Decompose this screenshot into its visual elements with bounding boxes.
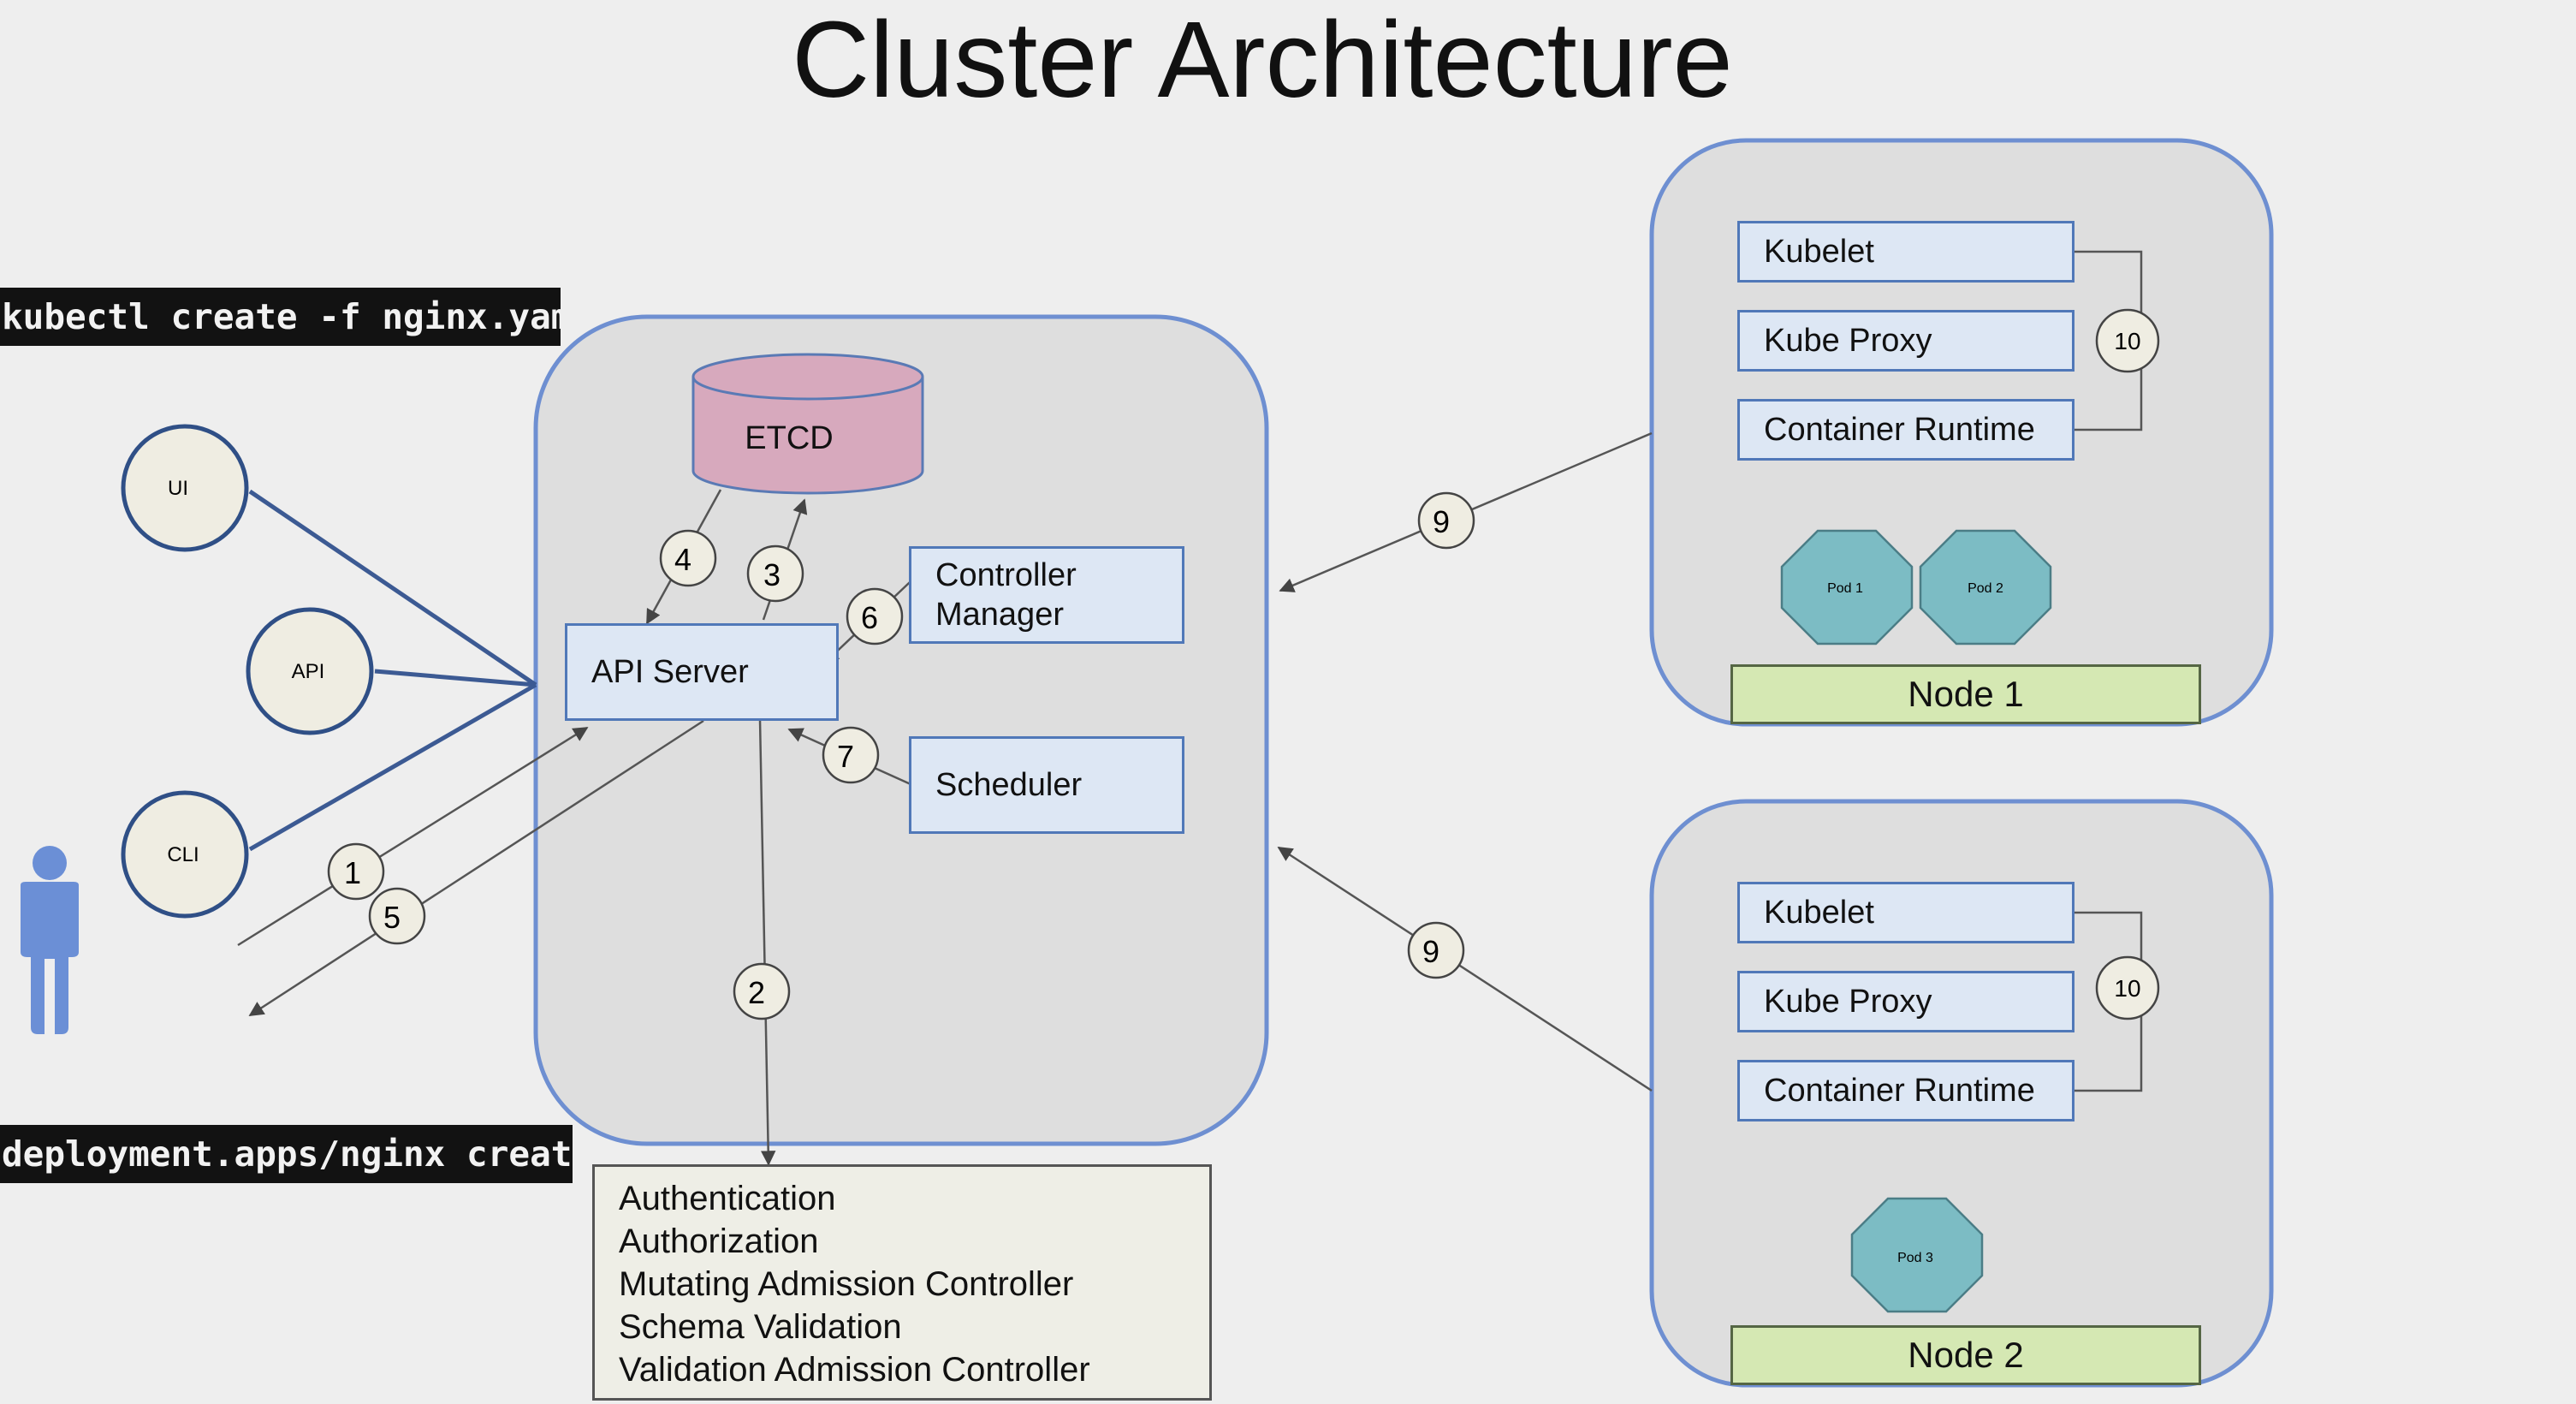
node-1-label: Node 1 <box>1730 664 2201 724</box>
arrow-node2-to-cp <box>1277 846 1653 1092</box>
api-server-box: API Server <box>565 623 839 721</box>
pod-1: Pod 1 <box>1780 529 1914 645</box>
control-plane-panel <box>533 314 1269 1146</box>
scheduler-label: Scheduler <box>935 766 1083 803</box>
cli-connector <box>248 682 537 852</box>
controller-manager-box: Controller Manager <box>909 546 1184 644</box>
step-marker-5: 5 <box>368 887 426 945</box>
admission-step: Mutating Admission Controller <box>619 1265 1074 1303</box>
svg-text:2: 2 <box>748 975 765 1010</box>
node-2-label: Node 2 <box>1730 1325 2201 1385</box>
admission-panel: Authentication Authorization Mutating Ad… <box>592 1164 1212 1401</box>
ui-connector <box>248 489 537 687</box>
step-marker-2: 2 <box>733 962 791 1020</box>
step-marker-9-node2: 9 <box>1407 921 1465 979</box>
api-server-label: API Server <box>591 653 749 690</box>
terminal-command: kubectl create -f nginx.yaml <box>0 288 561 346</box>
node-1-container-runtime: Container Runtime <box>1737 399 2074 461</box>
client-cli: CLI <box>121 790 249 919</box>
pod-2: Pod 2 <box>1919 529 2052 645</box>
svg-text:9: 9 <box>1433 504 1450 539</box>
svg-text:Pod 2: Pod 2 <box>1968 581 2003 596</box>
step-marker-10-node1: 10 <box>2095 308 2160 373</box>
step-marker-7: 7 <box>822 726 880 784</box>
node-1-kube-proxy: Kube Proxy <box>1737 310 2074 372</box>
svg-text:5: 5 <box>383 900 401 935</box>
step-marker-1: 1 <box>327 842 385 901</box>
step-marker-6: 6 <box>846 587 904 645</box>
svg-text:10: 10 <box>2114 975 2140 1002</box>
scheduler-box: Scheduler <box>909 736 1184 834</box>
terminal-output: deployment.apps/nginx created <box>0 1125 573 1183</box>
svg-text:7: 7 <box>837 739 854 774</box>
page-title: Cluster Architecture <box>792 0 1733 120</box>
client-cli-label: CLI <box>167 843 199 866</box>
svg-text:Pod 1: Pod 1 <box>1827 581 1863 596</box>
client-ui: UI <box>121 424 249 552</box>
admission-step: Authentication <box>619 1180 836 1217</box>
etcd-label: ETCD <box>745 420 833 456</box>
svg-text:3: 3 <box>763 557 781 592</box>
node-2-kubelet: Kubelet <box>1737 882 2074 943</box>
svg-text:10: 10 <box>2114 328 2140 354</box>
client-api-label: API <box>292 660 325 683</box>
svg-text:6: 6 <box>861 600 878 635</box>
step-marker-10-node2: 10 <box>2095 955 2160 1020</box>
admission-step: Validation Admission Controller <box>619 1351 1090 1389</box>
step-marker-3: 3 <box>746 544 804 603</box>
controller-manager-line-2: Manager <box>935 597 1064 633</box>
step-marker-9-node1: 9 <box>1417 491 1475 550</box>
client-ui-label: UI <box>168 477 188 500</box>
arrow-request <box>237 726 589 947</box>
step-marker-4: 4 <box>659 529 717 587</box>
admission-step: Authorization <box>619 1223 819 1260</box>
svg-text:4: 4 <box>674 542 691 577</box>
svg-text:1: 1 <box>344 855 361 890</box>
svg-text:9: 9 <box>1422 934 1439 969</box>
etcd-cylinder: ETCD <box>691 353 924 495</box>
arrow-response <box>248 719 704 1017</box>
node-1-kubelet: Kubelet <box>1737 221 2074 283</box>
arrow-to-admission <box>758 718 776 1166</box>
controller-manager-line-1: Controller <box>935 557 1077 593</box>
pod-3: Pod 3 <box>1850 1197 1984 1313</box>
admission-step: Schema Validation <box>619 1308 902 1346</box>
api-connector <box>374 669 537 687</box>
svg-text:Pod 3: Pod 3 <box>1897 1251 1933 1265</box>
node-2-container-runtime: Container Runtime <box>1737 1060 2074 1121</box>
client-api: API <box>246 607 374 735</box>
node-2-kube-proxy: Kube Proxy <box>1737 971 2074 1032</box>
person-icon <box>21 846 79 1034</box>
